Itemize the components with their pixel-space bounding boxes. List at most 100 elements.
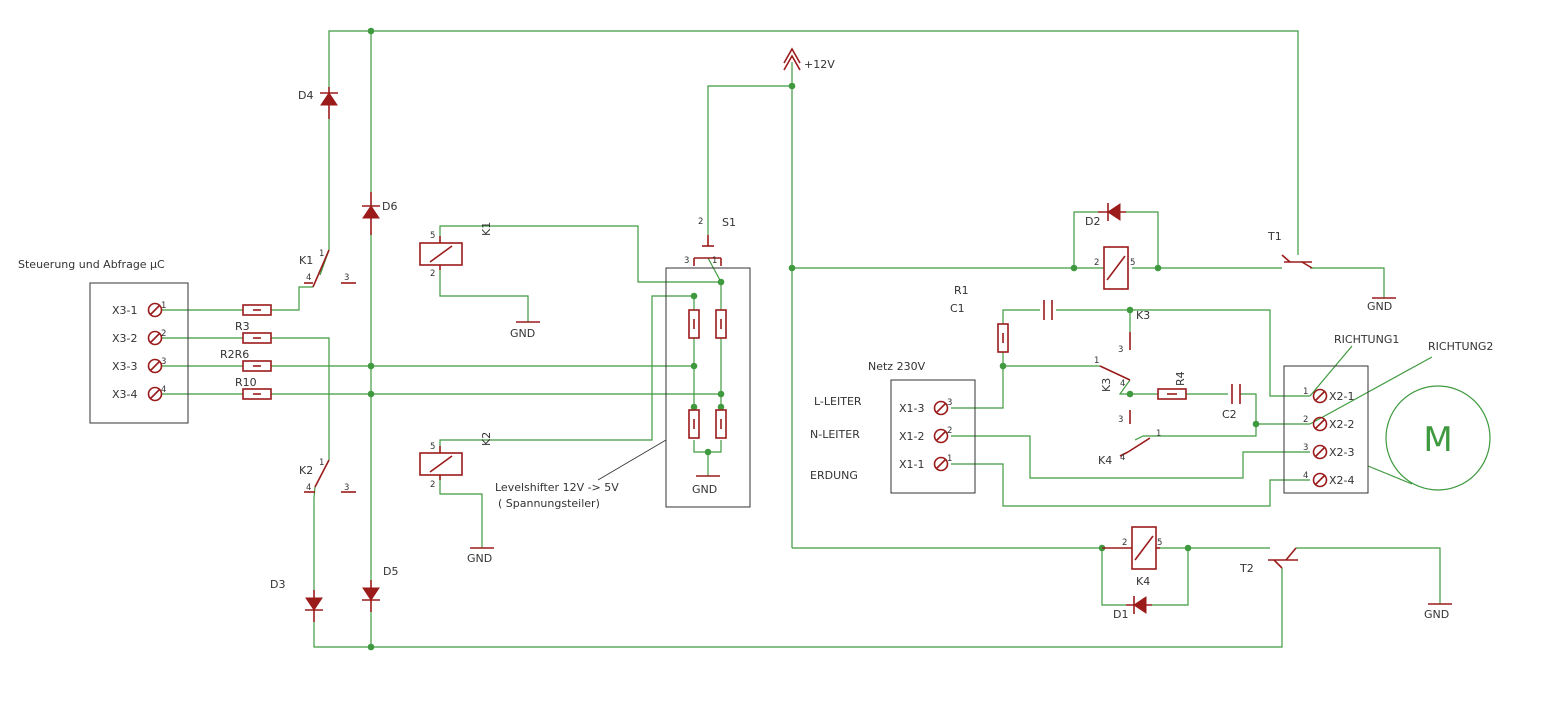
svg-text:R2R6: R2R6 (220, 348, 249, 361)
diode-d5: D5 (362, 565, 398, 612)
x2-terminal-3 (1312, 444, 1328, 460)
svg-text:D4: D4 (298, 89, 313, 102)
relay-coil-k3: 2 5 (1094, 246, 1135, 290)
svg-text:GND: GND (510, 327, 535, 340)
resistor-r10: R10 (235, 376, 272, 400)
svg-text:3: 3 (344, 483, 349, 493)
svg-text:5: 5 (430, 442, 435, 452)
svg-text:D3: D3 (270, 578, 285, 591)
svg-text:4: 4 (1303, 471, 1308, 481)
svg-text:K2: K2 (480, 432, 493, 446)
svg-text:2: 2 (1094, 258, 1099, 268)
svg-text:X2-3: X2-3 (1329, 446, 1355, 459)
netz-label: Netz 230V (868, 360, 926, 373)
x2-terminal-4 (1312, 472, 1328, 488)
gnd-symbol-5: GND (1424, 603, 1452, 621)
svg-text:5: 5 (430, 231, 435, 241)
svg-text:GND: GND (1424, 608, 1449, 621)
svg-text:+12V: +12V (804, 58, 835, 71)
x3-terminal-1 (147, 302, 163, 318)
relay-contact-k4: K4 1 4 (1098, 429, 1161, 467)
svg-text:D2: D2 (1085, 215, 1100, 228)
svg-text:3: 3 (947, 398, 952, 408)
svg-text:K4: K4 (1136, 575, 1150, 588)
richtung1-label: RICHTUNG1 (1334, 333, 1399, 346)
gnd-symbol-3: GND (692, 475, 720, 496)
richtung2-label: RICHTUNG2 (1428, 340, 1493, 353)
svg-text:X2-2: X2-2 (1329, 418, 1355, 431)
svg-text:D6: D6 (382, 200, 397, 213)
svg-text:4: 4 (1120, 453, 1125, 463)
x3-terminal-2 (147, 330, 163, 346)
svg-text:R3: R3 (235, 320, 250, 333)
connector-x3: X3-1 X3-2 X3-3 X3-4 1 2 3 4 (89, 282, 189, 424)
svg-text:1: 1 (1303, 387, 1308, 397)
svg-text:3: 3 (1303, 443, 1308, 453)
l-leiter-label: L-LEITER (814, 395, 862, 408)
svg-text:2: 2 (430, 480, 435, 490)
switch-s1: S1 2 3 1 (684, 216, 736, 266)
svg-text:2: 2 (161, 329, 166, 339)
svg-text:D5: D5 (383, 565, 398, 578)
diode-d6: D6 (362, 192, 397, 235)
supply-12v-symbol: +12V (783, 47, 835, 71)
steuerung-label: Steuerung und Abfrage µC (18, 258, 165, 271)
svg-text:D1: D1 (1113, 608, 1128, 621)
svg-text:1: 1 (712, 256, 717, 266)
svg-text:GND: GND (1367, 300, 1392, 313)
resistor-r1-left (242, 304, 272, 316)
svg-text:2: 2 (947, 426, 952, 436)
x3-1-label: X3-1 (112, 304, 138, 317)
svg-text:2: 2 (1303, 415, 1308, 425)
diode-d3: D3 (270, 578, 323, 622)
levelshifter-label: Levelshifter 12V -> 5V (495, 481, 619, 494)
svg-text:4: 4 (161, 385, 166, 395)
svg-text:1: 1 (947, 454, 952, 464)
svg-text:3: 3 (1118, 345, 1123, 355)
svg-text:1: 1 (161, 301, 166, 311)
diode-d4: D4 (298, 87, 338, 119)
x2-terminal-2 (1312, 416, 1328, 432)
svg-text:3: 3 (344, 273, 349, 283)
gnd-symbol-4: GND (1367, 297, 1396, 313)
diode-d2: D2 (1085, 203, 1126, 228)
svg-text:1: 1 (1156, 429, 1161, 439)
svg-text:2: 2 (698, 217, 703, 227)
x3-terminal-3 (147, 358, 163, 374)
svg-text:4: 4 (306, 483, 311, 493)
svg-text:3: 3 (161, 357, 166, 367)
svg-text:K3: K3 (1136, 309, 1150, 322)
levelshifter-block (665, 267, 751, 508)
x3-2-label: X3-2 (112, 332, 138, 345)
relay-contact-k3: K3 K3 3 1 4 3 (1094, 309, 1150, 425)
svg-text:K2: K2 (299, 464, 313, 477)
wires (162, 30, 1441, 648)
svg-text:X1-3: X1-3 (899, 402, 925, 415)
relay-contact-k2: K2 1 4 3 (299, 458, 356, 493)
svg-text:K3: K3 (1100, 378, 1113, 392)
erdung-label: ERDUNG (810, 469, 858, 482)
relay-contact-k1: K1 1 4 3 (299, 249, 356, 288)
svg-text:3: 3 (1118, 415, 1123, 425)
x1-terminal-2 (933, 428, 949, 444)
x2-terminal-1 (1312, 388, 1328, 404)
x1-terminal-1 (933, 456, 949, 472)
svg-text:X1-2: X1-2 (899, 430, 925, 443)
svg-text:K1: K1 (480, 222, 493, 236)
transistor-t2: T2 (1239, 547, 1298, 575)
capacitor-c1: C1 (950, 300, 1053, 320)
transistor-t1: T1 (1267, 230, 1313, 269)
x3-3-label: X3-3 (112, 360, 138, 373)
svg-text:5: 5 (1157, 538, 1162, 548)
motor-symbol: M (1385, 385, 1491, 491)
svg-text:1: 1 (1094, 356, 1099, 366)
svg-text:C2: C2 (1222, 408, 1237, 421)
svg-text:R4: R4 (1174, 371, 1187, 386)
svg-text:4: 4 (306, 273, 311, 283)
svg-text:GND: GND (467, 552, 492, 565)
resistor-r2r6: R2R6 (220, 348, 272, 372)
gnd-symbol-2: GND (467, 547, 494, 565)
x3-terminal-4 (147, 386, 163, 402)
svg-text:X1-1: X1-1 (899, 458, 925, 471)
